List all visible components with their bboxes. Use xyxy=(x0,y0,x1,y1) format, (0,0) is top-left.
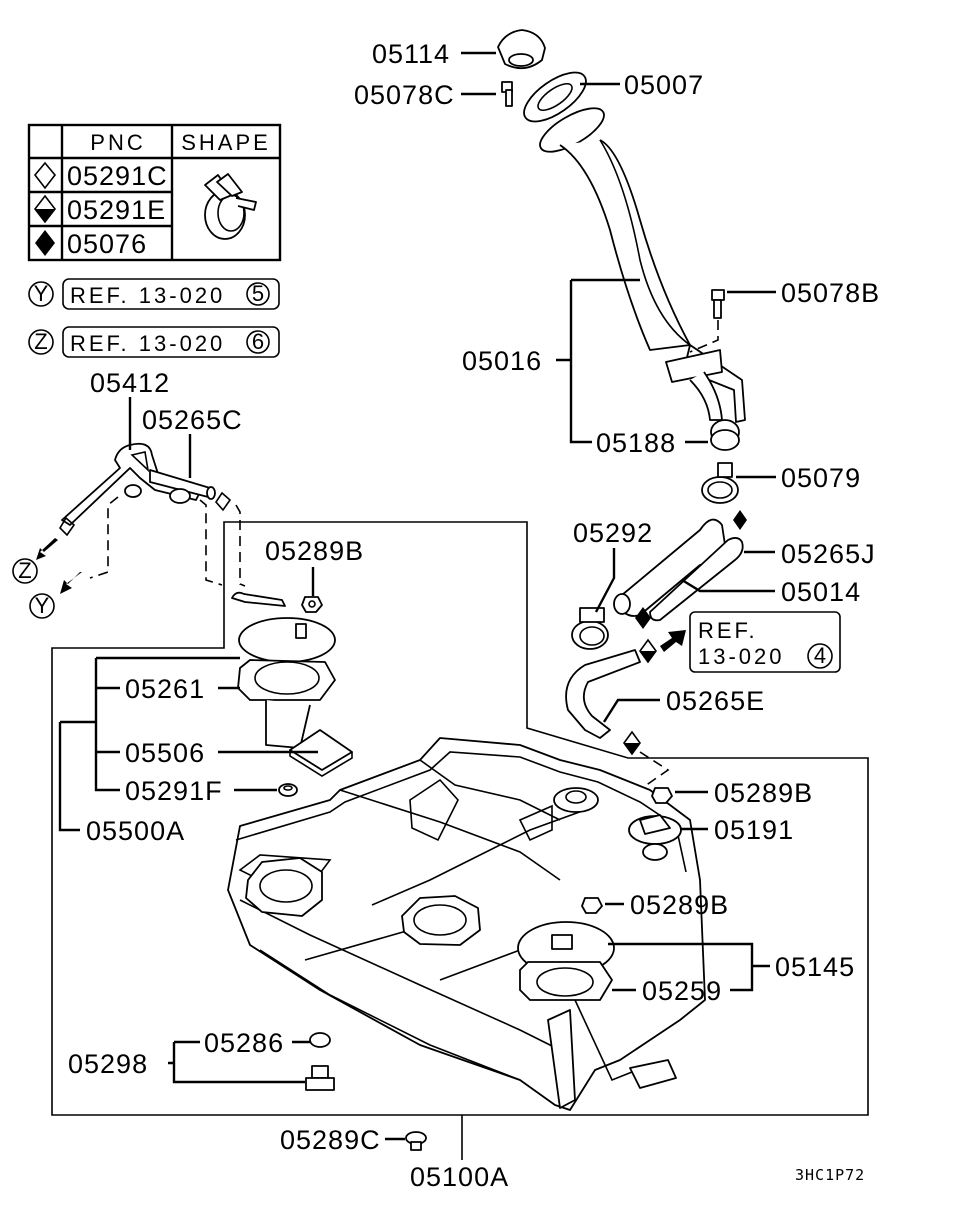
grommet xyxy=(169,488,191,504)
diamond-filled-icon xyxy=(733,510,747,530)
diamond-outline-icon xyxy=(58,516,76,537)
clamp-05292[interactable] xyxy=(571,607,609,650)
filler-neck[interactable] xyxy=(534,100,746,423)
valve-05191[interactable] xyxy=(628,814,682,861)
reference-y[interactable]: Y REF. 13-020 5 xyxy=(28,278,280,310)
diamond-filled-icon xyxy=(35,230,55,256)
label-05078B[interactable]: 05078B xyxy=(781,278,880,308)
label-05292[interactable]: 05292 xyxy=(573,518,653,548)
drain-plug-05298[interactable] xyxy=(305,1032,335,1091)
diamond-filled-icon xyxy=(635,607,651,629)
legend-header-pnc: PNC xyxy=(90,130,145,155)
label-05289C[interactable]: 05289C xyxy=(280,1125,381,1155)
reference-y-number: 5 xyxy=(252,281,264,306)
flange-top xyxy=(553,787,599,813)
marker-z-circle xyxy=(12,558,38,584)
bolt-05289C[interactable] xyxy=(405,1131,427,1151)
marker-y-circle xyxy=(29,593,55,619)
label-05298[interactable]: 05298 xyxy=(68,1049,148,1079)
reference-z[interactable]: Z REF. 13-020 6 xyxy=(28,326,280,358)
gasket-05007[interactable] xyxy=(516,63,593,131)
label-05265J[interactable]: 05265J xyxy=(781,539,876,569)
bolt-05078C[interactable] xyxy=(501,81,513,107)
reference-4-number: 4 xyxy=(814,643,826,668)
fuel-cap[interactable] xyxy=(497,29,546,70)
diamond-half-filled-icon xyxy=(623,730,641,756)
label-05100A[interactable]: 05100A xyxy=(410,1162,509,1192)
hose-05265C[interactable] xyxy=(149,469,216,500)
arrow-icon xyxy=(60,572,82,594)
label-05007[interactable]: 05007 xyxy=(624,70,704,100)
bolt-05078B[interactable] xyxy=(711,289,725,319)
legend-pnc-05291C: 05291C xyxy=(67,161,168,191)
label-05145[interactable]: 05145 xyxy=(775,952,855,982)
label-05412[interactable]: 05412 xyxy=(90,368,170,398)
diagram-code: 3HC1P72 xyxy=(795,1166,865,1184)
arrow-icon xyxy=(660,630,686,652)
diamond-half-filled-icon xyxy=(33,194,57,224)
arrow-icon xyxy=(36,538,58,560)
reference-4-line2: 13-020 xyxy=(698,644,785,669)
label-05265C[interactable]: 05265C xyxy=(142,405,243,435)
fuel-pump-05261[interactable] xyxy=(231,591,336,749)
reference-4-line1: REF. xyxy=(698,618,758,643)
legend-header-shape: SHAPE xyxy=(181,130,271,155)
label-05265E[interactable]: 05265E xyxy=(666,686,765,716)
marker-z-label: Z xyxy=(18,558,31,583)
clamp-05079[interactable] xyxy=(701,462,739,504)
marker-y-label: Y xyxy=(35,593,50,618)
grommet-05291F[interactable] xyxy=(278,783,298,797)
label-05291F[interactable]: 05291F xyxy=(125,776,223,806)
hose-05265E[interactable] xyxy=(565,649,641,739)
label-05261[interactable]: 05261 xyxy=(125,674,205,704)
filler-hose-05014[interactable] xyxy=(613,518,726,617)
nut-05289B[interactable] xyxy=(301,596,323,613)
diamond-outline-icon xyxy=(33,161,57,190)
grommet xyxy=(124,484,142,498)
ring-05188[interactable] xyxy=(710,419,740,451)
label-05289B-sender[interactable]: 05289B xyxy=(630,890,729,920)
reference-y-text: REF. 13-020 xyxy=(70,283,225,308)
label-05259[interactable]: 05259 xyxy=(642,976,722,1006)
hose-05265J[interactable] xyxy=(649,537,744,622)
reference-4[interactable]: REF. 13-020 4 xyxy=(689,611,841,673)
nut-05289B-lower[interactable] xyxy=(581,897,603,914)
hose-clamp-icon xyxy=(204,173,257,240)
label-05114[interactable]: 05114 xyxy=(372,39,450,69)
diamond-half-filled-icon xyxy=(639,638,657,664)
legend-pnc-05291E: 05291E xyxy=(67,195,166,225)
flange-center xyxy=(401,895,481,946)
filter-05506[interactable] xyxy=(289,729,353,777)
flange-left xyxy=(245,857,323,917)
label-05191[interactable]: 05191 xyxy=(714,815,794,845)
label-05079[interactable]: 05079 xyxy=(781,463,861,493)
diamond-outline-icon xyxy=(214,491,232,512)
label-05188[interactable]: 05188 xyxy=(596,428,676,458)
label-05078C[interactable]: 05078C xyxy=(354,80,455,110)
label-05506[interactable]: 05506 xyxy=(125,738,205,768)
label-05014[interactable]: 05014 xyxy=(781,577,861,607)
label-05016[interactable]: 05016 xyxy=(462,346,542,376)
sender-unit-05145[interactable] xyxy=(517,921,615,1001)
legend-table: PNC SHAPE 05291C 05291E 05076 xyxy=(27,123,282,262)
nut-05289B-upper[interactable] xyxy=(651,787,673,804)
label-05289B-pump[interactable]: 05289B xyxy=(265,536,364,566)
label-05289B-valve[interactable]: 05289B xyxy=(714,778,813,808)
reference-z-text: REF. 13-020 xyxy=(70,331,225,356)
assembly-frame xyxy=(51,521,869,1116)
marker-z: Z xyxy=(34,329,47,354)
reference-z-number: 6 xyxy=(252,329,264,354)
label-05286[interactable]: 05286 xyxy=(204,1028,284,1058)
label-05500A[interactable]: 05500A xyxy=(86,816,185,846)
marker-y: Y xyxy=(34,281,49,306)
legend-pnc-05076: 05076 xyxy=(67,229,147,259)
